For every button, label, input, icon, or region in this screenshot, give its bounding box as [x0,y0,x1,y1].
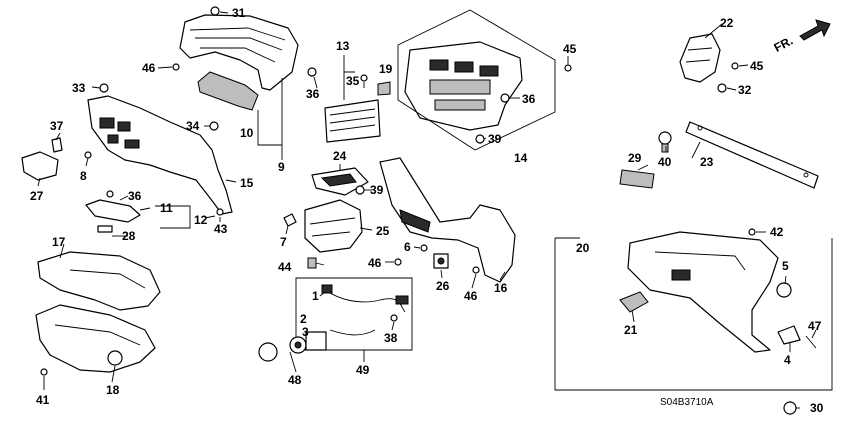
stay-part-23 [685,121,819,189]
callout-35: 35 [346,74,360,88]
callout-22: 22 [720,16,734,30]
callout-44: 44 [278,260,292,274]
callout-5: 5 [782,259,789,273]
callout-47: 47 [808,319,822,333]
callout-31: 31 [232,6,246,20]
callout-12: 12 [194,213,208,227]
direction-label: FR. [772,33,796,54]
meter-visor-part [179,14,299,91]
callout-40: 40 [658,155,672,169]
callout-6: 6 [404,240,411,254]
damper-part-4 [777,325,817,349]
glovebox-part-20 [627,231,779,353]
callout-38: 38 [384,331,398,345]
callout-30: 30 [810,401,824,415]
callout-21: 21 [624,323,638,337]
callout-24: 24 [333,149,347,163]
clip-part-19 [377,81,391,96]
callout-17: 17 [52,235,66,249]
clip-part-37 [51,137,63,153]
callout-46: 46 [464,289,478,303]
callout-13: 13 [336,39,350,53]
callout-37: 37 [50,119,64,133]
callout-49: 49 [356,363,370,377]
callout-32: 32 [738,83,752,97]
callout-39: 39 [488,132,502,146]
callout-46: 46 [142,61,156,75]
callout-7: 7 [280,235,287,249]
callout-46: 46 [368,256,382,270]
callout-25: 25 [376,224,390,238]
callout-labels: 31 46 13 35 19 45 22 45 32 33 36 36 34 1… [30,6,824,415]
switch-panel-part [85,199,141,233]
screw-part-44 [307,257,317,269]
fasteners [40,6,756,376]
callout-20: 20 [576,241,590,255]
column-cover-upper-part [37,251,161,311]
callout-41: 41 [36,393,50,407]
bracket-part-22 [679,33,721,83]
callout-10: 10 [240,126,254,140]
callout-45: 45 [563,42,577,56]
bolt-part-40 [658,131,672,153]
callout-33: 33 [72,81,86,95]
screw-part-7 [283,213,297,227]
callout-36: 36 [128,189,142,203]
clip-part-26 [433,253,449,269]
column-cover-lower-part [35,304,156,373]
leader-lines [37,11,817,409]
callout-26: 26 [436,279,450,293]
center-panel-part [404,41,523,131]
callout-14: 14 [514,151,528,165]
callout-36: 36 [306,87,320,101]
callout-8: 8 [80,169,87,183]
callout-34: 34 [186,119,200,133]
ashtray-part-13 [324,99,381,143]
cupholder-part-24 [311,167,369,196]
lower-dash-cover-part [87,95,233,215]
callout-19: 19 [379,62,393,76]
socket-part-48 [258,331,327,362]
harness-part-49 [321,284,409,336]
bolt-part-30 [783,401,797,415]
front-direction-indicator: FR. [772,19,831,55]
callout-3: 3 [302,325,309,339]
callout-43: 43 [214,222,228,236]
callout-28: 28 [122,229,136,243]
clip-part-27 [21,151,59,181]
callout-36: 36 [522,92,536,106]
meter-trim-part [197,71,259,111]
callout-23: 23 [700,155,714,169]
stopper-part-5 [776,282,792,298]
callout-39: 39 [370,183,384,197]
callout-45: 45 [750,59,764,73]
console-part-16 [379,157,516,283]
callout-16: 16 [494,281,508,295]
callout-9: 9 [278,160,285,174]
callout-11: 11 [160,201,173,215]
callout-18: 18 [106,383,120,397]
callout-48: 48 [288,373,302,387]
callout-1: 1 [312,289,319,303]
callout-29: 29 [628,151,642,165]
callout-42: 42 [770,225,784,239]
callout-27: 27 [30,189,44,203]
callout-15: 15 [240,176,254,190]
label-part-29 [619,169,655,189]
latch-part-21 [619,291,649,313]
bracket-part-25 [304,199,363,253]
callout-2: 2 [300,312,307,326]
diagram-code: S04B3710A [660,397,714,408]
callout-4: 4 [784,353,791,367]
